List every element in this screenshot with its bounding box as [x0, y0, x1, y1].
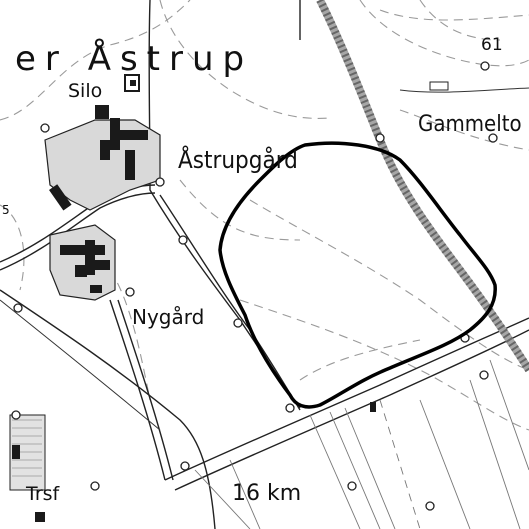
label-nygaard: Nygård: [132, 305, 204, 329]
label-village: er Åstrup: [15, 38, 253, 79]
label-silo: Silo: [68, 80, 102, 102]
label-trsf: Trsf: [25, 483, 61, 505]
label-gammel: Gammelto: [418, 112, 522, 137]
label-spot-height: 61: [481, 35, 503, 55]
point-markers: [11, 61, 498, 511]
spot-height-marker: [429, 81, 449, 91]
railway: [316, 0, 529, 373]
contour-lines: [0, 0, 529, 431]
label-astrupgaard: Åstrupgård: [178, 145, 298, 174]
label-distance: 16 km: [232, 481, 301, 506]
buildings: [12, 74, 376, 522]
field-lines: [194, 359, 529, 529]
astrup-built-area: [9, 119, 161, 491]
contour-number: 5: [2, 203, 10, 217]
highlight-outline: [218, 141, 497, 409]
